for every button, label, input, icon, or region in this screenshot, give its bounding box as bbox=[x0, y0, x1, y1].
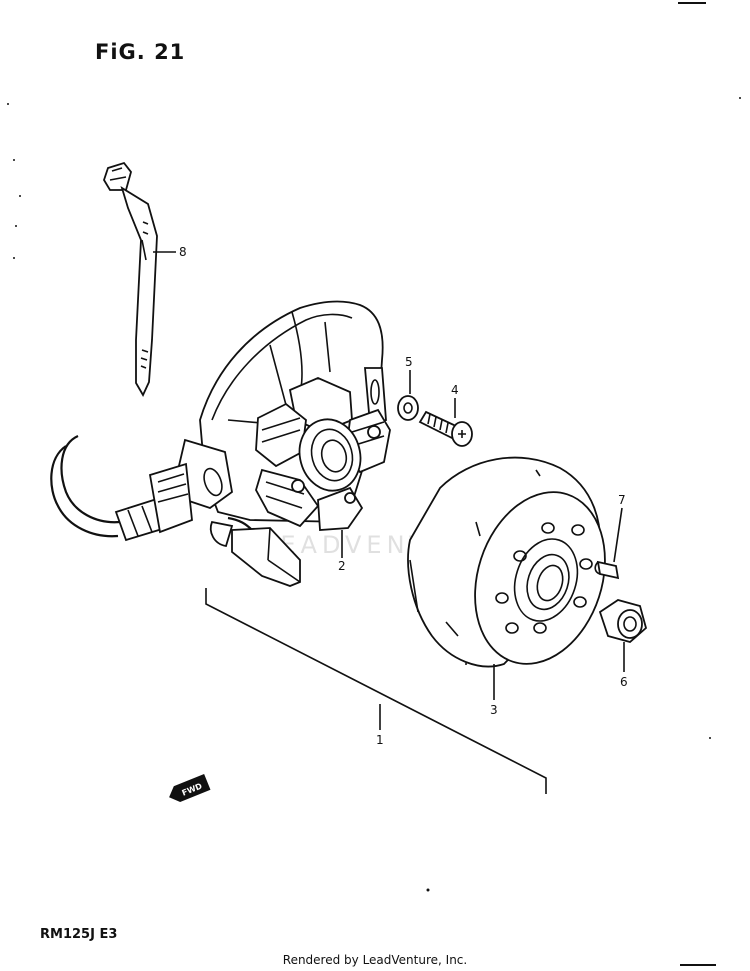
callout-7: 7 bbox=[618, 493, 626, 507]
scan-specks bbox=[7, 2, 741, 966]
model-code: RM125J E3 bbox=[40, 927, 118, 942]
stator-coil-part-2[interactable] bbox=[255, 377, 391, 531]
callout-6: 6 bbox=[620, 675, 628, 689]
washer-part-5[interactable] bbox=[397, 395, 419, 421]
woodruff-key-part-7[interactable] bbox=[594, 560, 620, 580]
wire-harness[interactable] bbox=[50, 434, 301, 587]
leader-lines bbox=[153, 251, 625, 794]
callout-2: 2 bbox=[338, 559, 346, 573]
bolt-part-4[interactable] bbox=[418, 410, 473, 447]
callout-4: 4 bbox=[451, 383, 459, 397]
cable-clamp-part-8[interactable] bbox=[103, 161, 158, 397]
callout-1: 1 bbox=[376, 733, 384, 747]
callout-5: 5 bbox=[405, 355, 413, 369]
forward-arrow-icon: FWD bbox=[169, 773, 211, 802]
flywheel-rotor-part-3[interactable] bbox=[407, 456, 626, 681]
callout-8: 8 bbox=[179, 245, 187, 259]
footer-credit: Rendered by LeadVenture, Inc. bbox=[282, 953, 468, 967]
callout-3: 3 bbox=[490, 703, 498, 717]
figure-title: FiG. 21 bbox=[95, 40, 186, 64]
flywheel-nut-part-6[interactable] bbox=[598, 599, 648, 643]
